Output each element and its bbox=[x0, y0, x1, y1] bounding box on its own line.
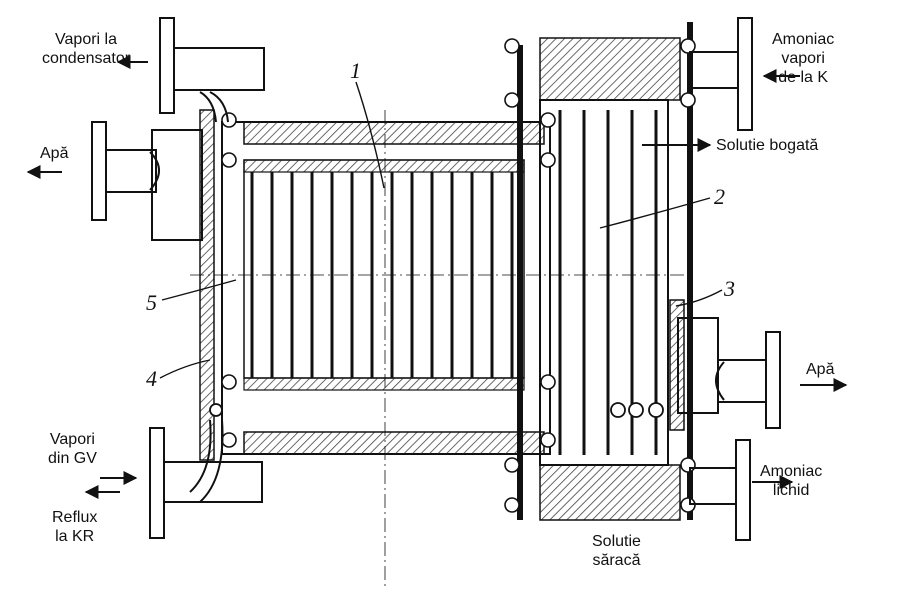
bolt bbox=[680, 38, 696, 54]
label-solutie-saraca: Solutie săracă bbox=[592, 532, 641, 570]
label-reflux: Reflux la KR bbox=[52, 508, 97, 546]
axis-lines bbox=[190, 110, 690, 590]
part-number-3: 3 bbox=[724, 276, 735, 301]
bolt bbox=[504, 92, 520, 108]
part-number-4: 4 bbox=[146, 366, 157, 391]
part-number-2: 2 bbox=[714, 184, 725, 209]
bolt bbox=[540, 432, 556, 448]
pipe-vapori-condensator bbox=[159, 17, 265, 123]
label-amoniac-vapori-line2: vapori bbox=[781, 50, 825, 67]
label-amoniac-lichid-line1: Amoniac bbox=[760, 463, 823, 480]
label-amoniac-lichid-line2: lichid bbox=[772, 482, 810, 499]
bolt bbox=[221, 112, 237, 128]
leader-lines bbox=[159, 81, 723, 379]
label-solutie-saraca-line1: Solutie bbox=[592, 533, 641, 550]
label-vapori-condensator: Vapori la condensator bbox=[42, 30, 130, 68]
right-tube-bundle bbox=[517, 22, 693, 521]
pipe-vapori-gv bbox=[149, 419, 263, 539]
label-vapori-gv-line1: Vapori bbox=[49, 431, 95, 448]
bolt bbox=[540, 374, 556, 390]
label-reflux-line2: la KR bbox=[55, 528, 95, 545]
label-vapori-condensator-line2: condensator bbox=[42, 50, 131, 67]
label-amoniac-vapori: Amoniac vapori de la K bbox=[772, 30, 834, 87]
label-apa-left: Apă bbox=[40, 145, 69, 162]
label-vapori-condensator-line1: Vapori la bbox=[55, 31, 118, 48]
label-amoniac-vapori-line3: de la K bbox=[778, 69, 829, 86]
bolt bbox=[504, 497, 520, 513]
label-amoniac-lichid: Amoniac lichid bbox=[760, 462, 822, 500]
pipe-apa-left bbox=[91, 121, 160, 221]
label-vapori-gv: Vapori din GV bbox=[48, 430, 97, 468]
flange-bolts bbox=[221, 38, 696, 513]
bolt bbox=[221, 374, 237, 390]
left-tube-bundle bbox=[221, 121, 551, 455]
bolt bbox=[680, 457, 696, 473]
bolt bbox=[504, 38, 520, 54]
bolt bbox=[680, 92, 696, 108]
nozzles bbox=[209, 402, 664, 418]
shell-wall bbox=[151, 109, 719, 461]
pipe-apa-right bbox=[715, 331, 781, 429]
label-reflux-line1: Reflux bbox=[52, 509, 98, 526]
bolt bbox=[221, 152, 237, 168]
flow-arrows bbox=[26, 55, 848, 499]
label-vapori-gv-line2: din GV bbox=[48, 450, 97, 467]
label-amoniac-vapori-line1: Amoniac bbox=[772, 31, 835, 48]
bolt bbox=[540, 152, 556, 168]
part-number-1: 1 bbox=[350, 58, 361, 83]
bolt bbox=[221, 432, 237, 448]
label-solutie-saraca-line2: săracă bbox=[592, 552, 641, 569]
label-solutie-bogata: Solutie bogată bbox=[716, 137, 819, 154]
part-number-5: 5 bbox=[146, 290, 157, 315]
bolt bbox=[504, 457, 520, 473]
pipe-amoniac-vapori bbox=[689, 17, 753, 131]
bolt bbox=[540, 112, 556, 128]
pipe-amoniac-lichid bbox=[689, 439, 751, 541]
label-apa-right: Apă bbox=[806, 361, 835, 378]
